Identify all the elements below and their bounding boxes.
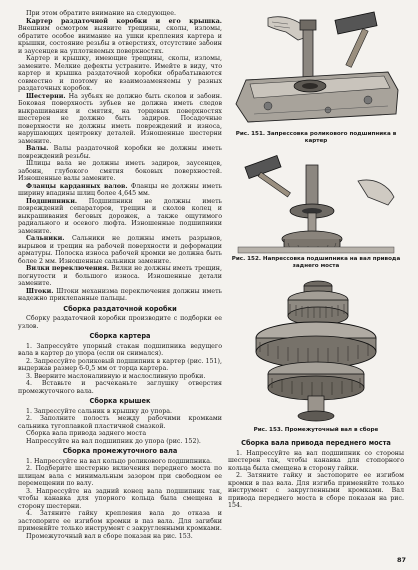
paragraph: 3. Напрессуйте на задний конец вала подш…	[18, 487, 222, 510]
paragraph: При этом обратите внимание на следующее.	[26, 10, 176, 17]
paragraph: Сборку раздаточной коробки производите с…	[18, 315, 222, 330]
paragraph: Штоки. Штоки механизма переключения долж…	[18, 287, 222, 303]
paragraph: 1. Напрессуйте на вал кольцо роликового …	[26, 457, 212, 465]
figure-153: Рис. 153. Промежуточный вал в сборе	[228, 276, 404, 434]
paragraph: Напрессуйте на вал подшипник до упора (р…	[26, 437, 201, 445]
figure-151: Рис. 151. Запрессовка роликового подшипн…	[228, 10, 404, 145]
paragraph: 4. Затяните гайку крепления вала до отка…	[18, 510, 222, 532]
figure-caption: Рис. 151. Запрессовка роликового подшипн…	[235, 131, 397, 144]
paragraph: 1. Запрессуйте упорный стакан подшипника…	[18, 342, 222, 358]
figure-caption: Рис. 152. Напрессовка подшипника на вал …	[231, 256, 401, 269]
paragraph: Картер и крышку, имеющие трещины, сколы,…	[18, 55, 222, 92]
paragraph: Шлицы вала не должны иметь задиров, заус…	[18, 160, 222, 182]
paragraph: Сборка вала привода заднего моста	[26, 430, 147, 437]
paragraph: Валы. Валы раздаточной коробки не должны…	[18, 145, 222, 160]
page-number: 87	[396, 556, 406, 564]
bearing-press-onto-shaft-illustration	[228, 151, 404, 255]
paragraph: 3. Вверните маслоналивную и маслосливную…	[26, 372, 206, 380]
paragraph: Вилки переключения. Вилки не должны имет…	[18, 265, 222, 287]
paragraph: Подшипники. Подшипники не должны иметь п…	[18, 197, 222, 235]
paragraph: 2. Запрессуйте роликовый подшипник в кар…	[18, 357, 222, 373]
paragraph: Сальники. Сальники не должны иметь разры…	[18, 235, 222, 265]
paragraph: Шестерни. На зубьях не должно быть сколо…	[18, 92, 222, 145]
paragraph: 2. Заполните полость между рабочими кром…	[18, 415, 222, 430]
figure-caption: Рис. 153. Промежуточный вал в сборе	[253, 427, 379, 433]
paragraph: 2. Подберите шестерню включения переднег…	[18, 465, 222, 487]
section-heading: Сборка раздаточной коробки	[63, 304, 177, 313]
section-heading: Сборка промежуточного вала	[62, 447, 178, 455]
paragraph: Картер раздаточной коробки и его крышка.…	[18, 17, 222, 55]
intermediate-shaft-assembly-illustration	[228, 276, 404, 426]
section-heading: Сборка картера	[89, 332, 151, 340]
figure-152: Рис. 152. Напрессовка подшипника на вал …	[228, 151, 404, 270]
paragraph: 4. Вставьте и расчеканьте заглушку отвер…	[18, 380, 222, 395]
bearing-press-into-case-illustration	[228, 10, 404, 130]
section-heading: Сборка вала привода переднего моста	[241, 439, 391, 447]
paragraph: Промежуточный вал в сборе показан на рис…	[26, 532, 193, 540]
paragraph: 1. Запрессуйте сальник в крышку до упора…	[26, 407, 173, 415]
right-text-block: 1. Напрессуйте на вал подшипник со сторо…	[228, 450, 404, 510]
paragraph: 1. Напрессуйте на вал подшипник со сторо…	[228, 449, 404, 472]
paragraph: 2. Затяните гайку и застопорите ее изгиб…	[228, 472, 404, 509]
paragraph: Фланцы карданных валов. Фланцы не должны…	[18, 182, 222, 198]
section-heading: Сборка крышек	[89, 397, 151, 405]
left-column: При этом обратите внимание на следующее.…	[18, 10, 222, 540]
right-column: Рис. 151. Запрессовка роликового подшипн…	[228, 10, 404, 510]
